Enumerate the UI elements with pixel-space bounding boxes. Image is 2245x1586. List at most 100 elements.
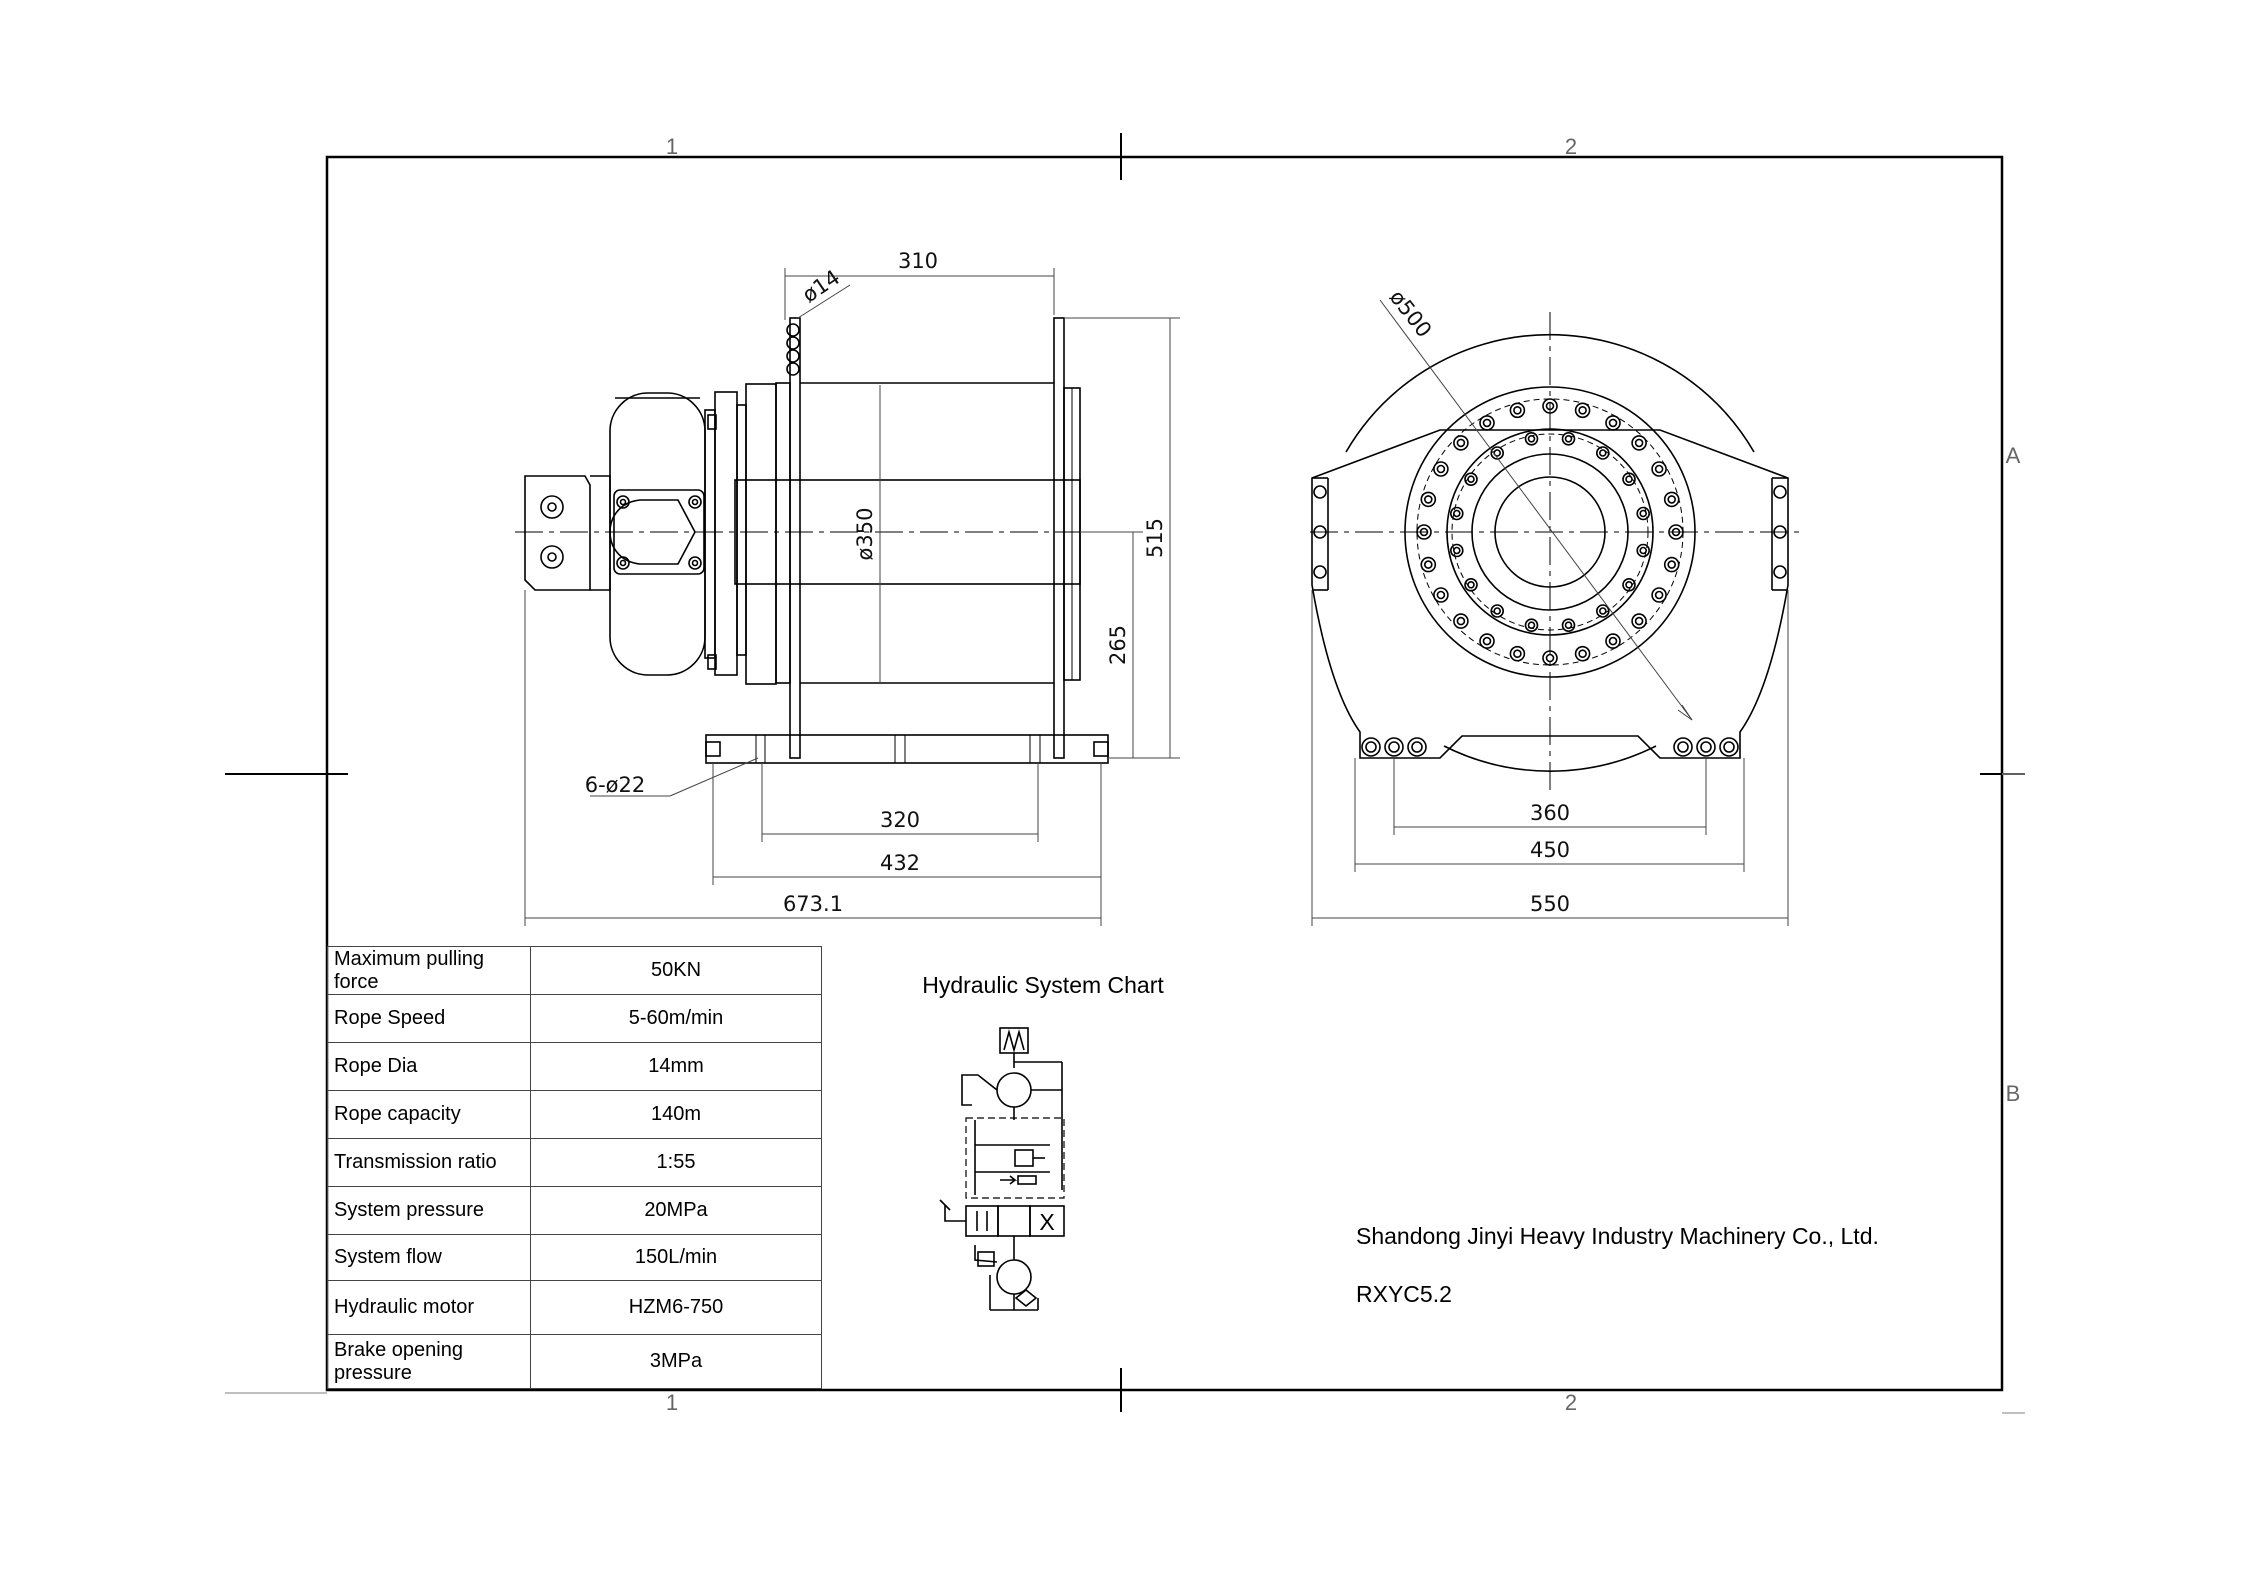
- bolt-hole: [1464, 472, 1478, 487]
- pump-symbol: [996, 1259, 1032, 1295]
- bolt-hole: [1433, 587, 1449, 603]
- bolt-hole: [1651, 461, 1667, 477]
- frame-outer-lines: [225, 773, 2025, 1414]
- bolt-hole: [1561, 431, 1576, 446]
- zone-label-top-2: 2: [1565, 134, 1577, 159]
- dim-6x22: 6-ø22: [585, 773, 646, 797]
- bolt-hole: [1482, 418, 1492, 428]
- bolt-hole: [1467, 475, 1475, 484]
- spec-label: Rope Dia: [327, 1042, 531, 1091]
- spec-label: Rope capacity: [327, 1090, 531, 1139]
- motor-housing: [609, 392, 706, 676]
- dim-550: 550: [1530, 892, 1570, 916]
- bolt-hole: [1545, 401, 1555, 411]
- bolt-hole: [1467, 580, 1475, 589]
- bolt-hole: [1574, 402, 1591, 419]
- bolt-hole: [1436, 464, 1446, 474]
- bolt-hole: [1424, 560, 1433, 569]
- company-name: Shandong Jinyi Heavy Industry Machinery …: [1356, 1223, 1879, 1249]
- spec-value: 20MPa: [530, 1186, 822, 1235]
- bolt-hole: [1527, 434, 1536, 443]
- bolt-hole: [1605, 633, 1621, 649]
- bolt-hole: [1631, 435, 1647, 451]
- bolt-hole: [1671, 527, 1681, 537]
- bolt-ring-inner: [1450, 431, 1650, 633]
- bolt-hole: [1456, 616, 1466, 626]
- side-bolts: [1313, 485, 1787, 579]
- bolt-hole: [1667, 495, 1676, 504]
- bolt-hole: [1450, 506, 1464, 521]
- bearing-ring-outer: [1404, 386, 1696, 678]
- valve-block-left: [965, 1205, 999, 1237]
- bolt-hole: [1464, 577, 1478, 592]
- bolt-hole: [1654, 464, 1664, 474]
- bolt-hole: [1456, 438, 1466, 448]
- spec-label: System flow: [327, 1234, 531, 1281]
- dim-265: 265: [1106, 625, 1130, 665]
- valve-block-right: [1029, 1205, 1065, 1237]
- hydraulic-chart-title: Hydraulic System Chart: [922, 972, 1164, 998]
- bolt-hole: [1482, 636, 1492, 646]
- dim-360: 360: [1530, 801, 1570, 825]
- spec-value: 3MPa: [530, 1334, 822, 1389]
- bolt-hole: [1578, 405, 1587, 415]
- spec-value: 5-60m/min: [530, 994, 822, 1043]
- shaft-bore-inner: [1494, 476, 1606, 588]
- spec-label: Brake opening pressure: [327, 1334, 531, 1389]
- spec-value: 50KN: [530, 946, 822, 995]
- bolt-hole: [1479, 633, 1495, 649]
- model-number: RXYC5.2: [1356, 1281, 1452, 1307]
- bolt-hole: [1453, 509, 1461, 518]
- spec-value: 150L/min: [530, 1234, 822, 1281]
- bolt-hole: [1527, 621, 1536, 630]
- bolt-hole: [1513, 649, 1522, 659]
- bolt-hole: [1561, 618, 1576, 633]
- base-plate: [705, 734, 1109, 764]
- bolt-hole: [1634, 438, 1644, 448]
- bolt-hole: [1636, 543, 1650, 558]
- dim-320: 320: [880, 808, 920, 832]
- bolt-hole: [1542, 650, 1558, 666]
- drum-flange-outline: [1345, 333, 1755, 453]
- front-view: [1310, 312, 1800, 790]
- hydraulic-schematic: [939, 1027, 1065, 1311]
- bolt-hole: [1436, 590, 1446, 600]
- bolt-hole: [1639, 509, 1647, 518]
- spec-label: Transmission ratio: [327, 1138, 531, 1187]
- bolt-hole: [1542, 398, 1558, 414]
- bolt-hole: [1596, 446, 1610, 460]
- dim-673-1: 673.1: [783, 892, 843, 916]
- dim-310: 310: [898, 249, 938, 273]
- drum-flange-left: [789, 317, 801, 759]
- bolt-hole: [1513, 405, 1522, 415]
- bolt-hole: [1574, 645, 1591, 662]
- bolt-hole: [1605, 415, 1621, 431]
- bolt-hole: [1419, 527, 1429, 537]
- bolt-hole: [1668, 524, 1684, 540]
- bolt-hole: [1545, 653, 1555, 663]
- zone-label-top-1: 1: [666, 134, 678, 159]
- bolt-hole: [1625, 475, 1633, 484]
- bolt-hole: [1433, 461, 1449, 477]
- bolt-hole: [1631, 613, 1647, 629]
- spec-label: System pressure: [327, 1186, 531, 1235]
- bolt-hole: [1424, 495, 1433, 504]
- bolt-hole: [1622, 472, 1636, 487]
- bolt-hole: [1453, 435, 1469, 451]
- valve-mark: X: [1039, 1209, 1054, 1235]
- bolt-hole: [1509, 645, 1526, 662]
- side-view: [515, 317, 1135, 764]
- bolt-hole: [1599, 449, 1607, 457]
- base-bolts: [1361, 737, 1739, 757]
- bolt-hole: [1450, 543, 1464, 558]
- bolt-hole: [1622, 577, 1636, 592]
